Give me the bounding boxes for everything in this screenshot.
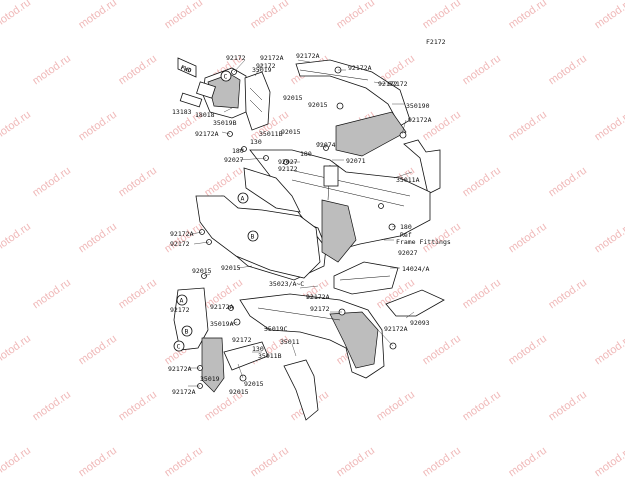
- part-label: 35023/A~C: [269, 280, 304, 288]
- part-label: 130: [252, 345, 264, 353]
- callout-circle-b-low: [181, 325, 193, 337]
- callout-circle-c-top: [220, 70, 232, 82]
- lower-rear-fender: [239, 293, 397, 421]
- callout-circle-c-low: [173, 340, 185, 352]
- part-label: 92172A: [306, 293, 330, 301]
- part-label: 92172A: [260, 54, 284, 62]
- part-label: 92172A: [408, 116, 432, 124]
- part-label: 180: [232, 147, 244, 155]
- part-label: 35011: [280, 338, 300, 346]
- part-label: 92015: [192, 267, 212, 275]
- part-label: 92172A: [195, 130, 219, 138]
- callout-b-mid: B: [251, 233, 255, 241]
- toolbox-lid: [333, 261, 399, 295]
- parts-diagram: F2172 FWD: [168, 38, 451, 421]
- part-label: 350190: [406, 102, 430, 110]
- part-label: 92172A: [172, 388, 196, 396]
- part-label: 130: [250, 138, 262, 146]
- part-label: 13183: [172, 108, 192, 116]
- callout-c-low: C: [177, 343, 181, 351]
- part-label: 92074: [316, 141, 336, 149]
- part-label: 18018: [195, 111, 215, 119]
- part-label: 92172: [256, 62, 276, 70]
- cover-plate: [385, 289, 445, 317]
- part-label: 92027: [224, 156, 244, 164]
- main-body-panel: [195, 149, 431, 281]
- rear-fender-bar: [295, 59, 441, 195]
- part-label: 92172: [310, 305, 330, 313]
- figure-code: F2172: [426, 38, 446, 46]
- leader-lines: [188, 59, 415, 387]
- part-label: 92172A: [348, 64, 372, 72]
- part-label: 92172: [388, 80, 408, 88]
- part-label: 92015: [281, 128, 301, 136]
- part-label: 92172: [232, 336, 252, 344]
- fwd-label: FWD: [180, 64, 193, 74]
- part-label: 92172: [226, 54, 246, 62]
- part-label: 92172A: [210, 303, 234, 311]
- callout-c-top: C: [224, 73, 228, 81]
- part-label: 92015: [221, 264, 241, 272]
- part-label: 92172A: [170, 230, 194, 238]
- part-label: 92093: [410, 319, 430, 327]
- callout-circle-a-low: [176, 294, 188, 306]
- part-label: 92071: [346, 157, 366, 165]
- part-label: 92172: [170, 240, 190, 248]
- part-label: 92027: [398, 249, 418, 257]
- part-labels: 92172 92172A 92172 92172A 13183 18018 35…: [168, 52, 432, 396]
- callout-circle-a-mid: [237, 192, 249, 204]
- part-label: 14024/A: [402, 265, 429, 273]
- upper-left-bracket: [179, 67, 271, 131]
- callout-circle-b-mid: [247, 230, 259, 242]
- part-label: 92172: [170, 306, 190, 314]
- part-label: 35011B: [259, 130, 283, 138]
- part-label: 92172A: [168, 365, 192, 373]
- part-label: 35019: [200, 375, 220, 383]
- part-label: 35011A: [396, 176, 420, 184]
- part-label: 92172: [378, 80, 398, 88]
- part-label: 92172: [278, 165, 298, 173]
- part-label: 35019: [252, 66, 272, 74]
- part-label: 92172A: [296, 52, 320, 60]
- ref-note-line1: Ref: [400, 231, 412, 239]
- part-label: 92027: [278, 158, 298, 166]
- fwd-arrow-badge: FWD: [177, 57, 197, 78]
- part-label: 35019A: [210, 320, 234, 328]
- callout-a-mid: A: [241, 195, 245, 203]
- part-label: 92015: [308, 101, 328, 109]
- part-label: 92015: [229, 388, 249, 396]
- callout-markers: C A B A B C: [173, 70, 259, 352]
- part-label: 92015: [244, 380, 264, 388]
- callout-b-low: B: [185, 328, 189, 336]
- part-label: 92172A: [384, 325, 408, 333]
- ref-note-line2: Frame Fittings: [396, 238, 451, 246]
- part-label: 35011B: [258, 352, 282, 360]
- part-label: 35019B: [213, 119, 237, 127]
- part-label: 180: [400, 223, 412, 231]
- callout-a-low: A: [180, 297, 184, 305]
- part-label: 35019C: [264, 325, 288, 333]
- part-label: 92015: [283, 94, 303, 102]
- ref-note: Ref Frame Fittings: [384, 231, 451, 246]
- part-label: 180: [300, 150, 312, 158]
